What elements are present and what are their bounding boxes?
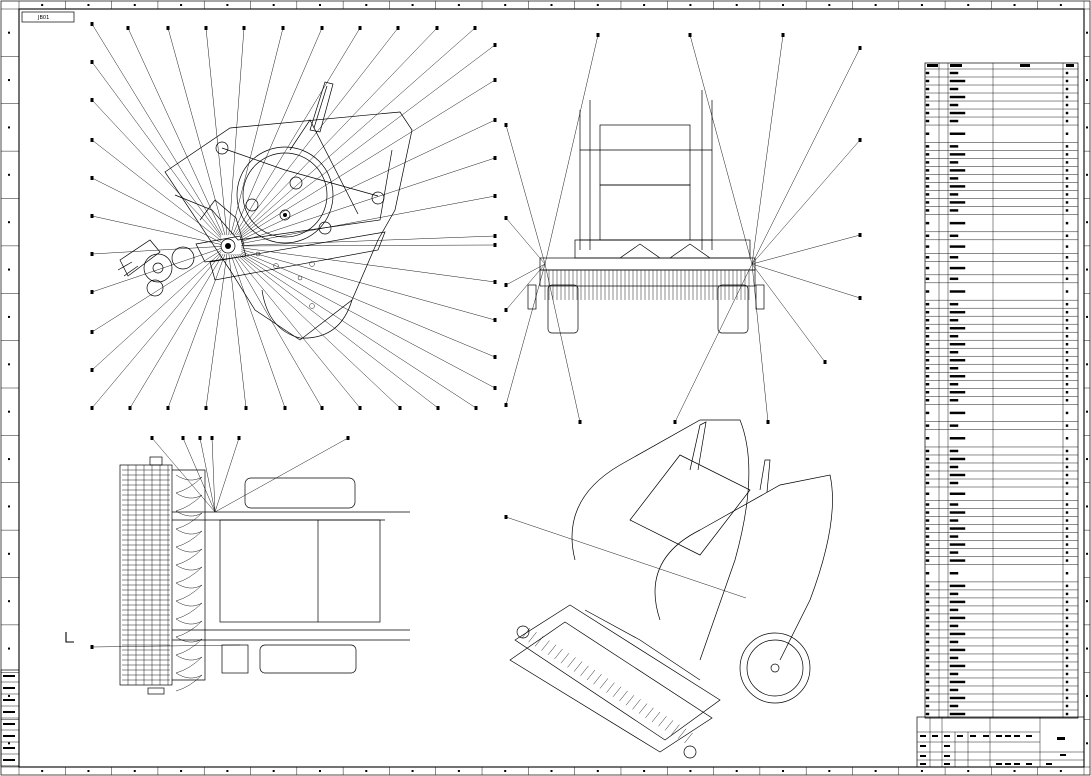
title-block <box>916 716 1085 768</box>
top-view <box>65 437 410 695</box>
corner-tag-label: JB01 <box>37 15 49 21</box>
inner-frame <box>18 8 1085 768</box>
isometric-view <box>505 419 833 759</box>
front-view <box>505 34 861 423</box>
side-view <box>91 23 496 409</box>
corner-tag-box <box>21 11 75 23</box>
bom-table <box>924 62 1079 719</box>
revision-block <box>0 669 20 767</box>
